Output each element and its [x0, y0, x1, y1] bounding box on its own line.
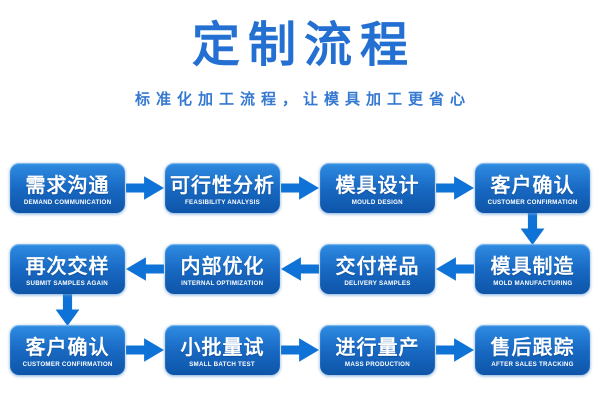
step-label-zh: 进行量产	[335, 337, 420, 359]
step-label-en: MOLD MANUFACTURING	[492, 280, 573, 287]
arrow-down-icon	[475, 212, 590, 245]
arrow-left-icon	[435, 244, 475, 294]
step-label-en: DEMAND COMMUNICATION	[23, 199, 112, 206]
arrow-right-icon	[435, 163, 475, 213]
step-delivery-samples: 交付样品 DELIVERY SAMPLES	[320, 244, 435, 294]
step-mass-production: 进行量产 MASS PRODUCTION	[320, 325, 435, 375]
step-label-zh: 交付样品	[335, 256, 420, 278]
step-label-en: DELIVERY SAMPLES	[344, 280, 411, 287]
arrow-right-icon	[125, 325, 165, 375]
step-after-sales-tracking: 售后跟踪 AFTER SALES TRACKING	[475, 325, 590, 375]
step-small-batch-test: 小批量试 SMALL BATCH TEST	[165, 325, 280, 375]
step-label-zh: 小批量试	[180, 337, 265, 359]
step-mould-design: 模具设计 MOULD DESIGN	[320, 163, 435, 213]
step-label-zh: 模具设计	[335, 175, 420, 197]
arrow-right-icon	[125, 163, 165, 213]
arrow-down-icon	[10, 293, 125, 326]
step-internal-optimization: 内部优化 INTERNAL OPTIMIZATION	[165, 244, 280, 294]
arrow-left-icon	[280, 244, 320, 294]
page-title: 定制流程	[191, 19, 416, 72]
step-label-zh: 客户确认	[490, 175, 575, 197]
step-label-zh: 售后跟踪	[490, 337, 575, 359]
step-label-en: FEASIBILITY ANALYSIS	[185, 199, 261, 206]
step-label-zh: 内部优化	[180, 256, 265, 278]
step-submit-samples-again: 再次交样 SUBMIT SAMPLES AGAIN	[10, 244, 125, 294]
step-demand-communication: 需求沟通 DEMAND COMMUNICATION	[10, 163, 125, 213]
step-label-zh: 再次交样	[25, 256, 110, 278]
step-label-zh: 可行性分析	[170, 175, 275, 197]
step-label-zh: 需求沟通	[25, 175, 110, 197]
step-customer-confirmation-1: 客户确认 CUSTOMER CONFIRMATION	[475, 163, 590, 213]
arrow-right-icon	[280, 325, 320, 375]
step-label-zh: 模具制造	[490, 256, 575, 278]
step-label-en: MOULD DESIGN	[351, 199, 404, 206]
step-label-en: CUSTOMER CONFIRMATION	[487, 199, 578, 206]
step-label-en: INTERNAL OPTIMIZATION	[181, 280, 264, 287]
step-mold-manufacturing: 模具制造 MOLD MANUFACTURING	[475, 244, 590, 294]
step-label-en: SMALL BATCH TEST	[189, 361, 256, 368]
process-flowchart: 需求沟通 DEMAND COMMUNICATION 可行性分析 FEASIBIL…	[10, 163, 590, 375]
step-customer-confirmation-2: 客户确认 CUSTOMER CONFIRMATION	[10, 325, 125, 375]
step-feasibility-analysis: 可行性分析 FEASIBILITY ANALYSIS	[165, 163, 280, 213]
step-label-en: SUBMIT SAMPLES AGAIN	[26, 280, 109, 287]
step-label-zh: 客户确认	[25, 337, 110, 359]
header: 定制流程 标准化加工流程，让模具加工更省心	[0, 0, 600, 109]
arrow-right-icon	[435, 325, 475, 375]
arrow-right-icon	[280, 163, 320, 213]
arrow-left-icon	[125, 244, 165, 294]
page-subtitle: 标准化加工流程，让模具加工更省心	[134, 91, 471, 108]
step-label-en: CUSTOMER CONFIRMATION	[22, 361, 113, 368]
step-label-en: AFTER SALES TRACKING	[491, 361, 574, 368]
step-label-en: MASS PRODUCTION	[344, 361, 411, 368]
